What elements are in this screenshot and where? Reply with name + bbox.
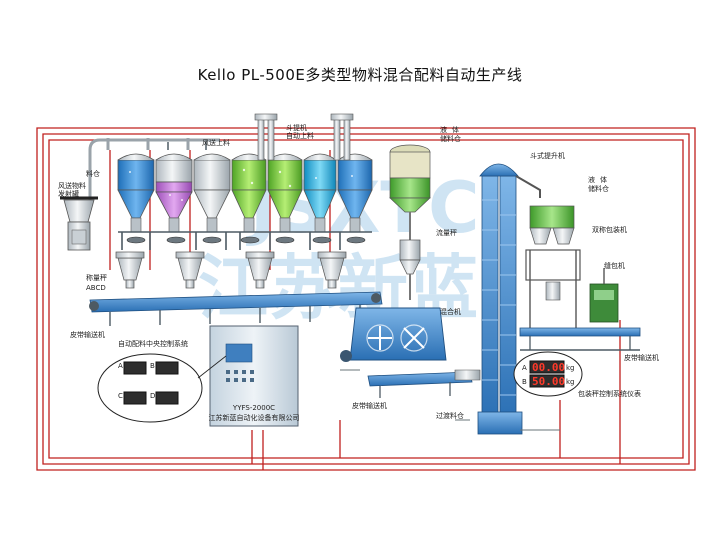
bag-display-b-letter: B [522, 378, 527, 386]
label-bucket-elevator-feed-1: 斗提机 [286, 123, 307, 132]
display-d-letter: D [150, 392, 155, 400]
label-liquid-silo-1-c: 储料仓 [440, 134, 461, 143]
bag-display-a-unit: kg [566, 364, 575, 372]
mixer [340, 307, 447, 362]
flow-scale [399, 239, 421, 300]
display-a [123, 361, 147, 375]
label-transition-silo: 过渡料仓 [436, 411, 464, 420]
silo-4 [231, 153, 267, 233]
bag-sewer [519, 268, 641, 351]
label-bagging-control: 包装秤控制系统仪表 [578, 389, 641, 398]
label-liquid-silo-2-b: 体 [600, 175, 607, 184]
bag-display-a-letter: A [522, 364, 527, 372]
pneumatic-launch-tank [60, 196, 98, 251]
label-liquid-silo-2-a: 液 [588, 175, 595, 184]
label-belt-conveyor-right: 皮带输送机 [624, 353, 659, 362]
label-pneumatic-tank-2: 发射罐 [58, 189, 79, 198]
display-c [123, 391, 147, 405]
bag-display-a-value: 00.00 [532, 361, 565, 374]
abcd-display-callout: A B C D [97, 353, 227, 423]
weigh-hoppers [115, 251, 347, 289]
silo-group [117, 113, 373, 250]
silo-7 [337, 153, 373, 233]
label-double-bagger: 双称包装机 [592, 225, 627, 234]
label-central-control: 自动配料中央控制系统 [118, 339, 188, 348]
bagging-silos [525, 205, 581, 330]
central-control-cabinet: YYFS-2000C 江苏新蓝自动化设备有限公司 [209, 325, 300, 427]
component-labels: 料仓 风送物料 发射罐 风送上料 斗提机 自动上料 液 体 储料仓 称量秤 AB… [58, 123, 659, 420]
display-a-letter: A [118, 362, 123, 370]
display-b-letter: B [150, 362, 155, 370]
bag-display-b-value: 50.00 [532, 375, 565, 388]
pneumatic-pipe [88, 138, 220, 200]
silo-6 [303, 153, 337, 233]
label-liquid-silo-2-c: 储料仓 [588, 184, 609, 193]
display-c-letter: C [118, 392, 123, 400]
label-bucket-elevator-feed-2: 自动上料 [286, 131, 314, 140]
display-b [155, 361, 179, 375]
display-d [155, 391, 179, 405]
label-mixer: 混合机 [440, 307, 461, 316]
label-weigh-scale-abcd: ABCD [86, 284, 106, 292]
bucket-elevator [477, 163, 541, 435]
silo-1 [117, 153, 155, 233]
label-bag-sewer: 缝包机 [604, 261, 625, 270]
label-hopper-silo: 料仓 [86, 169, 100, 178]
label-flow-scale: 流量秤 [436, 228, 457, 237]
silo-5 [267, 153, 303, 233]
liquid-tank-1 [389, 144, 431, 240]
label-pneumatic-tank-1: 风送物料 [58, 181, 86, 190]
cabinet-nameplate: YYFS-2000C [232, 404, 275, 412]
belt-conveyor-bottom [367, 369, 481, 398]
label-belt-conveyor-left: 皮带输送机 [70, 330, 105, 339]
silo-3 [193, 153, 231, 233]
belt-conveyor-left [89, 291, 383, 326]
label-weigh-scale: 称量秤 [86, 273, 107, 282]
label-belt-conveyor-bottom: 皮带输送机 [352, 401, 387, 410]
diagram-title: Kello PL-500E多类型物料混合配料自动生产线 [197, 66, 523, 84]
silo-2 [155, 153, 193, 233]
bagging-control-callout: A 00.00 kg B 50.00 kg [513, 351, 583, 397]
label-pneumatic-feed: 风送上料 [202, 138, 230, 147]
label-liquid-silo-1-a: 液 [440, 125, 447, 134]
label-bucket-elevator: 斗式提升机 [530, 151, 565, 160]
bag-display-b-unit: kg [566, 378, 575, 386]
cabinet-maker: 江苏新蓝自动化设备有限公司 [209, 413, 300, 422]
label-liquid-silo-1-b: 体 [452, 125, 459, 134]
